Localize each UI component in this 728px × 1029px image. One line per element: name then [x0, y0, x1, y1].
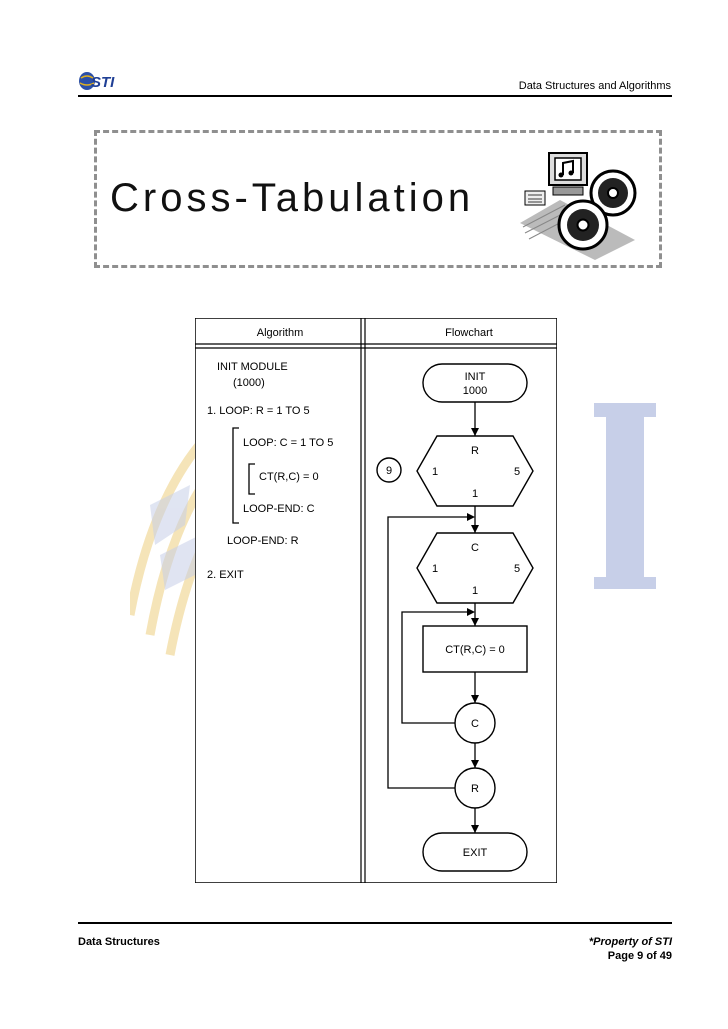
- inner-loop-start: 1: [432, 563, 438, 575]
- process-label: CT(R,C) = 0: [445, 644, 505, 656]
- logo-text: STI: [91, 74, 115, 91]
- header-divider: [78, 95, 672, 97]
- inner-loop-var: C: [471, 542, 479, 554]
- inner-loop-end: 5: [514, 563, 520, 575]
- outer-loop-hexagon: [416, 435, 534, 507]
- footer-course: Data Structures: [78, 936, 160, 948]
- algo-step2: 2. EXIT: [207, 569, 244, 581]
- exit-label: EXIT: [463, 847, 488, 859]
- inner-circle-label: C: [471, 718, 479, 730]
- computer-cd-clipart-icon: [520, 152, 637, 260]
- algo-init-module: INIT MODULE: [217, 361, 288, 373]
- algo-step1: 1. LOOP: R = 1 TO 5: [207, 405, 310, 417]
- algo-body: CT(R,C) = 0: [259, 471, 319, 483]
- algo-inner-end: LOOP-END: C: [243, 503, 315, 515]
- sti-logo: STI: [79, 72, 115, 91]
- outer-loop-var: R: [471, 445, 479, 457]
- flowchart-column-header: Flowchart: [445, 327, 493, 339]
- outer-loop-end: 5: [514, 466, 520, 478]
- process-box: [422, 625, 528, 673]
- footer-divider: [78, 922, 672, 924]
- connector-label: 9: [386, 465, 392, 477]
- title-frame: [94, 130, 662, 268]
- algo-init-number: (1000): [233, 377, 265, 389]
- outer-circle-label: R: [471, 783, 479, 795]
- init-label-line1: INIT: [465, 371, 486, 383]
- outer-loop-start: 1: [432, 466, 438, 478]
- footer-property: *Property of STI: [588, 936, 672, 948]
- algorithm-flowchart-figure: Algorithm Flowchart INIT MODULE (1000) 1…: [195, 318, 557, 883]
- algo-inner-loop: LOOP: C = 1 TO 5: [243, 437, 333, 449]
- slide-title: Cross-Tabulation: [110, 176, 475, 220]
- footer-page-number: Page 9 of 49: [607, 950, 672, 962]
- connector-circle: [376, 457, 402, 483]
- inner-loop-step: 1: [472, 585, 478, 597]
- algorithm-column-header: Algorithm: [257, 327, 303, 339]
- algo-outer-end: LOOP-END: R: [227, 535, 299, 547]
- header-title: Data Structures and Algorithms: [518, 80, 671, 92]
- inner-loop-hexagon: [416, 532, 534, 604]
- init-label-line2: 1000: [463, 385, 487, 397]
- outer-loop-step: 1: [472, 488, 478, 500]
